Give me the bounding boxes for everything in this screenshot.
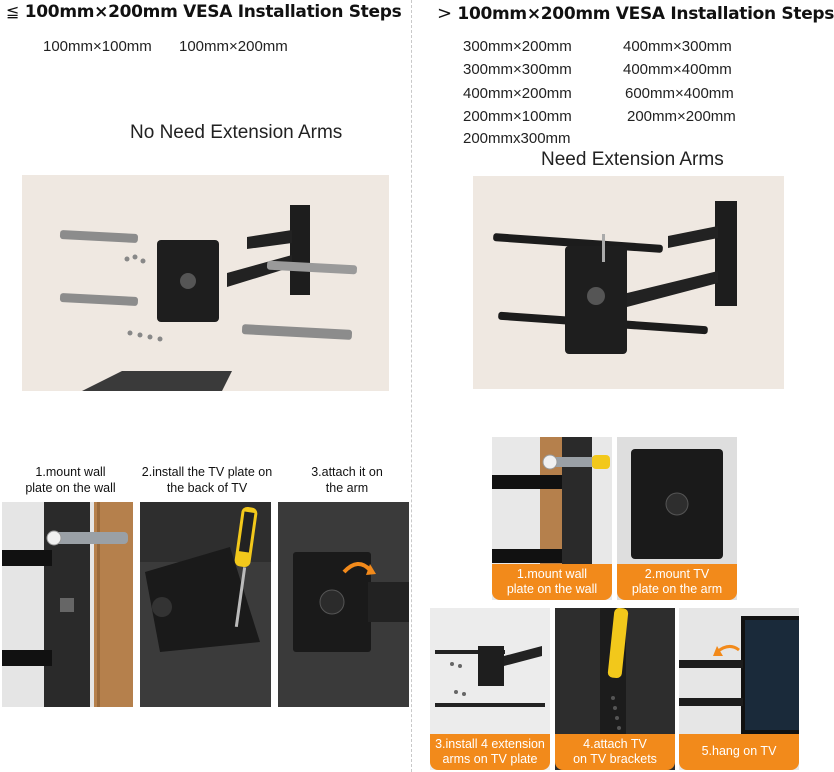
right-step-1-label: 1.mount wall plate on the wall <box>492 564 612 600</box>
right-step-2-line2: plate on the arm <box>631 582 723 596</box>
right-step-1-line1: 1.mount wall <box>516 567 588 581</box>
right-title: 100mm×200mm VESA Installation Steps <box>457 4 834 24</box>
left-step-3-line2: the arm <box>325 481 369 495</box>
left-size-2: 100mm×200mm <box>179 38 288 55</box>
right-step-1-line2: plate on the wall <box>506 582 598 596</box>
left-step-1-line2: plate on the wall <box>25 481 116 495</box>
right-step-2-label: 2.mount TV plate on the arm <box>617 564 737 600</box>
rotate-arrow-icon <box>342 562 372 574</box>
right-step-3-line1: 3.install 4 extension <box>435 737 545 751</box>
left-step-3-photo <box>278 502 409 707</box>
left-size-1: 100mm×100mm <box>43 38 152 55</box>
right-size-col2-2: 400mm×400mm <box>623 61 732 78</box>
less-equal-symbol: ≦ <box>6 2 20 21</box>
section-divider <box>411 0 412 772</box>
right-heading: > 100mm×200mm VESA Installation Steps <box>437 3 834 24</box>
right-size-col1-1: 300mm×200mm <box>463 38 572 55</box>
left-heading: ≦ 100mm×200mm VESA Installation Steps <box>6 2 402 22</box>
right-step-5-label: 5.hang on TV <box>679 734 799 770</box>
right-size-col2-1: 400mm×300mm <box>623 38 732 55</box>
left-step-2-photo <box>140 502 271 707</box>
left-step-1-label: 1.mount wall plate on the wall <box>8 464 133 496</box>
right-size-col2-3: 600mm×400mm <box>625 85 734 102</box>
right-step-4-line1: 4.attach TV <box>583 737 647 751</box>
right-subheading: Need Extension Arms <box>541 149 724 170</box>
left-step-3-label: 3.attach it on the arm <box>282 464 412 496</box>
left-subheading: No Need Extension Arms <box>130 122 343 143</box>
right-product-image <box>473 176 784 389</box>
left-step-1-photo <box>2 502 133 707</box>
left-step-2-label: 2.install the TV plate on the back of TV <box>132 464 282 496</box>
screwdriver-icon <box>234 506 258 627</box>
wrench-icon <box>48 532 128 544</box>
right-step-5-line1: 5.hang on TV <box>701 744 777 758</box>
right-size-col1-2: 300mm×300mm <box>463 61 572 78</box>
left-product-image <box>22 175 389 391</box>
right-step-4-label: 4.attach TV on TV brackets <box>555 734 675 770</box>
right-size-col1-5: 200mmx300mm <box>463 130 571 147</box>
right-size-col1-3: 400mm×200mm <box>463 85 572 102</box>
left-step-2-line2: the back of TV <box>166 481 248 495</box>
left-step-3-line1: 3.attach it on <box>311 465 383 479</box>
right-size-col1-4: 200mm×100mm <box>463 108 572 125</box>
left-step-1-line1: 1.mount wall <box>35 465 106 479</box>
wall-mount-bracket-icon <box>715 201 737 306</box>
greater-than-symbol: > <box>437 3 452 24</box>
right-step-3-line2: arms on TV plate <box>442 752 538 766</box>
right-size-col2-4: 200mm×200mm <box>627 108 736 125</box>
wall-mount-bracket-icon <box>290 205 310 295</box>
left-title: 100mm×200mm VESA Installation Steps <box>24 2 402 22</box>
right-step-3-label: 3.install 4 extension arms on TV plate <box>430 734 550 770</box>
left-step-2-line1: 2.install the TV plate on <box>141 465 273 479</box>
right-step-2-line1: 2.mount TV <box>644 567 710 581</box>
right-step-4-line2: on TV brackets <box>573 752 657 766</box>
